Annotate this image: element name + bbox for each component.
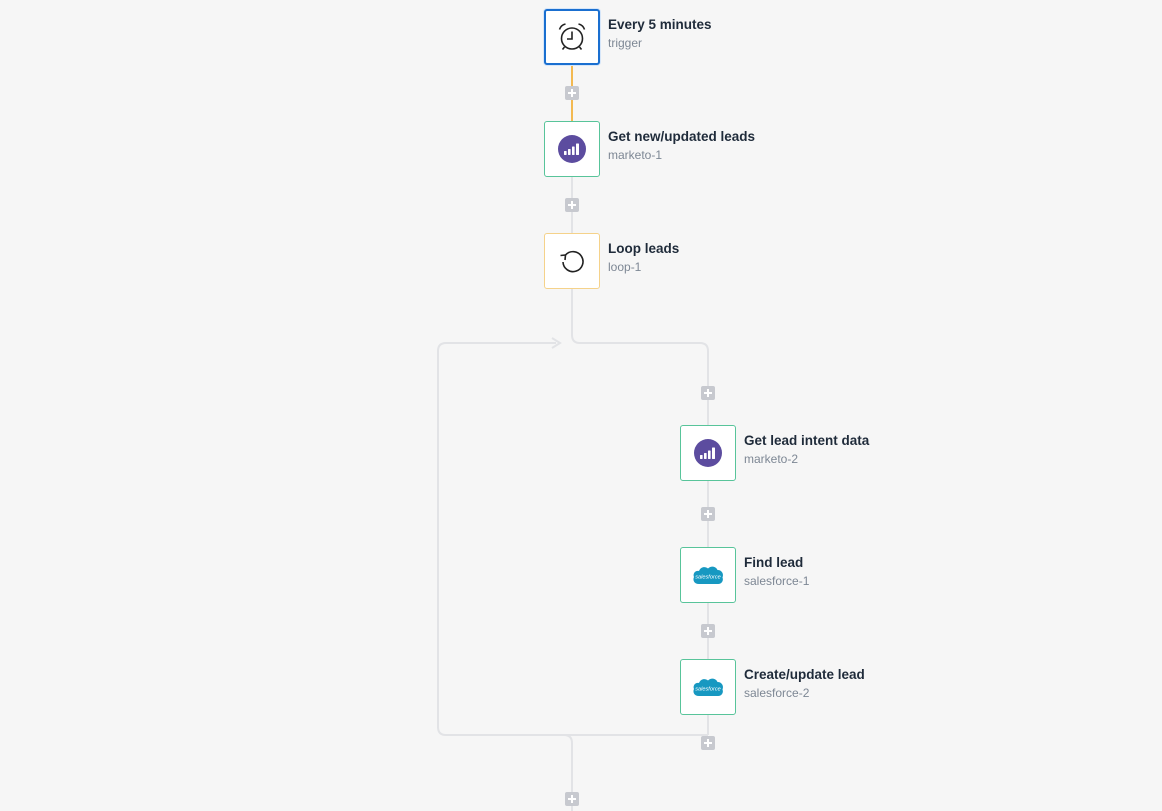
- salesforce-logo-text: salesforce: [695, 575, 721, 581]
- step-marketo-2-label: Get lead intent data marketo-2: [744, 432, 869, 467]
- alarm-clock-icon: [558, 23, 586, 50]
- step-salesforce-2-node[interactable]: salesforce: [680, 659, 736, 715]
- step-title: Create/update lead: [744, 667, 865, 682]
- step-title: Get new/updated leads: [608, 129, 756, 144]
- step-trigger-node[interactable]: [544, 9, 600, 65]
- step-marketo-2-node[interactable]: [680, 425, 736, 481]
- step-salesforce-2-label: Create/update lead salesforce-2: [744, 666, 865, 701]
- step-trigger-label: Every 5 minutes trigger: [608, 16, 712, 51]
- connector-loop-branch: [571, 289, 709, 425]
- step-subtitle: marketo-2: [744, 452, 799, 466]
- marketo-icon: [694, 439, 722, 467]
- loop-icon: [560, 250, 584, 273]
- step-subtitle: salesforce-2: [744, 686, 810, 700]
- add-step-button[interactable]: [565, 198, 579, 212]
- add-step-button[interactable]: [565, 86, 579, 100]
- add-step-button[interactable]: [701, 624, 715, 638]
- loop-back-arrow-icon: [551, 337, 562, 349]
- salesforce-icon: salesforce: [693, 678, 723, 697]
- add-step-button[interactable]: [701, 507, 715, 521]
- add-step-button[interactable]: [701, 386, 715, 400]
- marketo-icon: [558, 135, 586, 163]
- step-salesforce-1-label: Find lead salesforce-1: [744, 554, 809, 589]
- step-title: Find lead: [744, 555, 804, 570]
- step-marketo-1-node[interactable]: [544, 121, 600, 177]
- step-subtitle: salesforce-1: [744, 574, 810, 588]
- step-subtitle: loop-1: [608, 260, 642, 274]
- step-title: Get lead intent data: [744, 433, 870, 448]
- connector-loop-back: [437, 342, 708, 736]
- step-title: Loop leads: [608, 241, 680, 256]
- salesforce-logo-text: salesforce: [695, 687, 721, 693]
- step-salesforce-1-node[interactable]: salesforce: [680, 547, 736, 603]
- add-step-button[interactable]: [701, 736, 715, 750]
- step-subtitle: marketo-1: [608, 148, 663, 162]
- step-loop-node[interactable]: [544, 233, 600, 289]
- step-subtitle: trigger: [608, 36, 643, 50]
- step-marketo-1-label: Get new/updated leads marketo-1: [608, 128, 755, 163]
- salesforce-icon: salesforce: [693, 566, 723, 585]
- step-title: Every 5 minutes: [608, 17, 712, 32]
- connector-loop-exit: [563, 734, 573, 811]
- step-loop-label: Loop leads loop-1: [608, 240, 679, 275]
- add-step-button[interactable]: [565, 792, 579, 806]
